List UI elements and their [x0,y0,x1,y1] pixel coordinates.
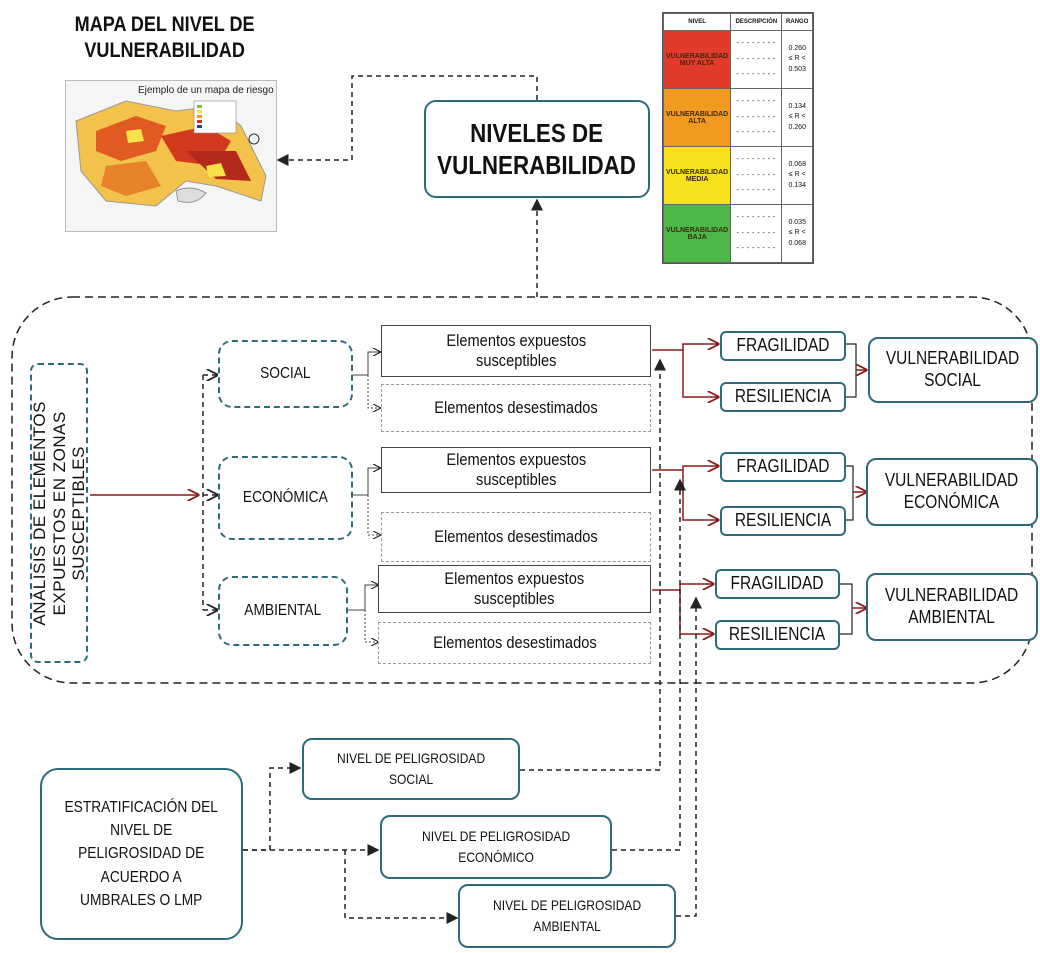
vulnerabilidad-economica-label: VULNERABILIDAD ECONÓMICA [885,470,1019,512]
vulnerabilidad-social-label: VULNERABILIDAD SOCIAL [886,348,1020,390]
resiliencia-label: RESILIENCIA [729,624,826,645]
peligrosidad-economico-box: NIVEL DE PELIGROSIDAD ECONÓMICO [380,815,612,879]
table-header: NIVEL [662,13,732,31]
risk-map-thumbnail: Ejemplo de un mapa de riesgo [65,80,277,232]
fragilidad-label: FRAGILIDAD [736,456,830,477]
peligrosidad-ambiental-box: NIVEL DE PELIGROSIDAD AMBIENTAL [458,884,676,948]
vulnerabilidad-ambiental-label: VULNERABILIDAD AMBIENTAL [885,585,1019,627]
analisis-elementos-label: ANÁLISIS DE ELEMENTOS EXPUESTOS EN ZONAS… [29,400,88,626]
niveles-vulnerabilidad-box: NIVELES DE VULNERABILIDAD [424,100,650,198]
range-cell: 0.035 ≤ R < 0.068 [781,204,813,263]
range-cell: 0.068 ≤ R < 0.134 [781,146,813,205]
vulnerabilidad-economica-box: VULNERABILIDAD ECONÓMICA [866,458,1038,526]
vulnerabilidad-ambiental-box: VULNERABILIDAD AMBIENTAL [866,573,1038,641]
niveles-vulnerabilidad-label: NIVELES DE VULNERABILIDAD [437,117,637,181]
description-cell: -------- -------- -------- [730,204,783,263]
table-row: VULNERABILIDAD MEDIA -------- -------- -… [662,146,813,205]
level-cell: VULNERABILIDAD MEDIA [662,146,732,205]
dimension-social-label: SOCIAL [260,365,311,383]
elementos-desestimados-economica: Elementos desestimados [381,512,651,562]
fragilidad-label: FRAGILIDAD [731,573,824,594]
description-cell: -------- -------- -------- [730,30,783,89]
elementos-desestimados-label: Elementos desestimados [434,397,598,417]
level-cell: VULNERABILIDAD BAJA [662,204,732,263]
description-cell: -------- -------- -------- [730,88,783,147]
elementos-desestimados-ambiental: Elementos desestimados [378,622,651,664]
range-cell: 0.134 ≤ R < 0.260 [781,88,813,147]
fragilidad-label: FRAGILIDAD [736,335,830,356]
peligrosidad-social-box: NIVEL DE PELIGROSIDAD SOCIAL [302,738,520,800]
page-title: MAPA DEL NIVEL DE VULNERABILIDAD [75,13,255,63]
level-cell: VULNERABILIDAD MUY ALTA [662,30,732,89]
arrow-to-map [276,75,538,166]
elementos-expuestos-ambiental: Elementos expuestos susceptibles [378,565,651,613]
elementos-expuestos-label: Elementos expuestos susceptibles [444,568,585,608]
fragilidad-ambiental-box: FRAGILIDAD [715,569,840,599]
dimension-ambiental-box: AMBIENTAL [218,576,348,646]
dimension-social-box: SOCIAL [218,340,353,408]
vulnerabilidad-social-box: VULNERABILIDAD SOCIAL [868,337,1038,403]
elementos-desestimados-social: Elementos desestimados [381,384,651,432]
elementos-desestimados-label: Elementos desestimados [432,632,597,652]
elementos-expuestos-label: Elementos expuestos susceptibles [446,330,586,370]
table-header: DESCRIPCIÓN [730,13,783,31]
range-cell: 0.260 ≤ R < 0.503 [781,30,813,89]
peligrosidad-ambiental-label: NIVEL DE PELIGROSIDAD AMBIENTAL [492,897,642,934]
dimension-economica-box: ECONÓMICA [218,456,353,540]
estratificacion-label: ESTRATIFICACIÓN DEL NIVEL DE PELIGROSIDA… [64,799,219,909]
map-title: Ejemplo de un mapa de riesgo [138,85,274,96]
dimension-economica-label: ECONÓMICA [243,489,328,507]
level-cell: VULNERABILIDAD ALTA [662,88,732,147]
elementos-expuestos-social: Elementos expuestos susceptibles [381,325,651,377]
risk-map-image [75,100,267,207]
table-row: VULNERABILIDAD ALTA -------- -------- --… [662,88,813,147]
peligrosidad-social-label: NIVEL DE PELIGROSIDAD SOCIAL [336,750,486,787]
resiliencia-economica-box: RESILIENCIA [720,506,846,536]
fragilidad-economica-box: FRAGILIDAD [720,452,846,482]
estratificacion-peligrosidad-box: ESTRATIFICACIÓN DEL NIVEL DE PELIGROSIDA… [40,768,243,940]
resiliencia-label: RESILIENCIA [734,510,832,531]
table-row: VULNERABILIDAD BAJA -------- -------- --… [662,204,813,263]
table-header: RANGO [781,13,813,31]
analysis-container [11,296,1033,684]
elementos-desestimados-label: Elementos desestimados [434,526,598,546]
description-cell: -------- -------- -------- [730,146,783,205]
dimension-ambiental-label: AMBIENTAL [244,602,322,620]
vulnerability-level-table: NIVEL DESCRIPCIÓN RANGO VULNERABILIDAD M… [662,12,814,264]
elementos-expuestos-economica: Elementos expuestos susceptibles [381,447,651,493]
resiliencia-label: RESILIENCIA [734,386,832,407]
peligrosidad-economico-label: NIVEL DE PELIGROSIDAD ECONÓMICO [421,828,571,865]
elementos-expuestos-label: Elementos expuestos susceptibles [446,449,586,489]
table-row: VULNERABILIDAD MUY ALTA -------- -------… [662,30,813,89]
resiliencia-social-box: RESILIENCIA [720,382,846,412]
resiliencia-ambiental-box: RESILIENCIA [715,620,840,650]
fragilidad-social-box: FRAGILIDAD [720,331,846,361]
analisis-elementos-box: ANÁLISIS DE ELEMENTOS EXPUESTOS EN ZONAS… [30,363,88,663]
